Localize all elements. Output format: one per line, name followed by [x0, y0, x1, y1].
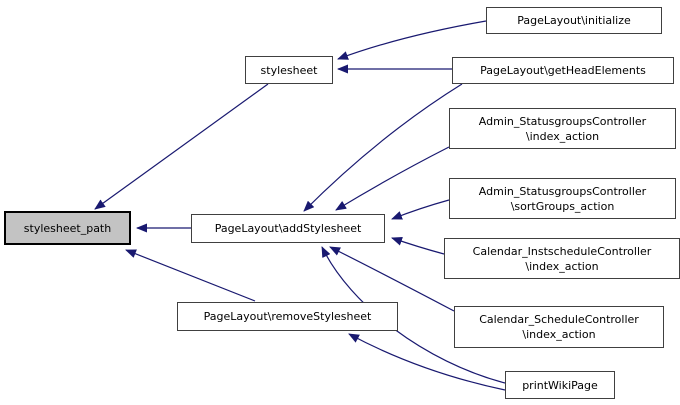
graph-node-stylesheet[interactable]: stylesheet	[245, 56, 333, 84]
node-label: Admin_StatusgroupsController	[478, 114, 647, 128]
graph-node-stylesheet-path[interactable]: stylesheet_path	[4, 211, 131, 245]
graph-node-pagelayout-initialize[interactable]: PageLayout\initialize	[486, 7, 662, 34]
edge-stylesheet-to-stylesheet-path	[94, 83, 269, 210]
edge-calendar-instschedule-index-action-to-pagelayout-addstylesheet	[391, 237, 445, 255]
graph-node-admin-statusgroups-index-action[interactable]: Admin_StatusgroupsController\index_actio…	[449, 108, 676, 149]
node-label: stylesheet_path	[23, 221, 112, 235]
edge-pagelayout-initialize-to-stylesheet	[337, 20, 487, 60]
node-label: Calendar_ScheduleController	[479, 313, 639, 326]
edge-pagelayout-removestylesheet-to-stylesheet-path	[125, 249, 256, 302]
graph-node-printwikipage[interactable]: printWikiPage	[505, 371, 615, 399]
graph-node-pagelayout-removestylesheet[interactable]: PageLayout\removeStylesheet	[177, 302, 398, 331]
edge-calendar-schedule-index-action-to-pagelayout-addstylesheet	[329, 246, 455, 312]
node-label: \index_action	[522, 328, 596, 341]
node-label: stylesheet	[260, 63, 318, 77]
node-label: Admin_StatusgroupsController	[478, 184, 647, 198]
edge-admin-statusgroups-index-action-to-pagelayout-addstylesheet	[335, 146, 450, 211]
node-label: \index_action	[525, 259, 599, 273]
edge-admin-statusgroups-sortgroups-action-to-pagelayout-addstylesheet	[391, 199, 450, 220]
graph-node-admin-statusgroups-sortgroups-action[interactable]: Admin_StatusgroupsController\sortGroups_…	[449, 178, 676, 219]
node-label: PageLayout\getHeadElements	[480, 64, 646, 77]
edge-pagelayout-getheadelements-to-pagelayout-addstylesheet	[303, 83, 463, 212]
node-label: PageLayout\removeStylesheet	[203, 310, 372, 323]
graph-edges	[94, 20, 506, 391]
graph-node-calendar-schedule-index-action[interactable]: Calendar_ScheduleController \index_action	[454, 306, 664, 348]
node-label: Calendar_InstscheduleController	[472, 244, 652, 258]
node-label: \sortGroups_action	[510, 199, 615, 213]
node-label: \index_action	[525, 129, 600, 143]
node-label: printWikiPage	[522, 378, 598, 392]
graph-node-calendar-instschedule-index-action[interactable]: Calendar_InstscheduleController\index_ac…	[444, 238, 680, 279]
node-label: PageLayout\initialize	[517, 14, 631, 27]
edge-printwikipage-to-pagelayout-removestylesheet	[348, 333, 506, 391]
graph-node-pagelayout-addstylesheet[interactable]: PageLayout\addStylesheet	[191, 214, 385, 243]
graph-node-pagelayout-getheadelements[interactable]: PageLayout\getHeadElements	[452, 57, 674, 84]
node-label: PageLayout\addStylesheet	[214, 222, 362, 235]
